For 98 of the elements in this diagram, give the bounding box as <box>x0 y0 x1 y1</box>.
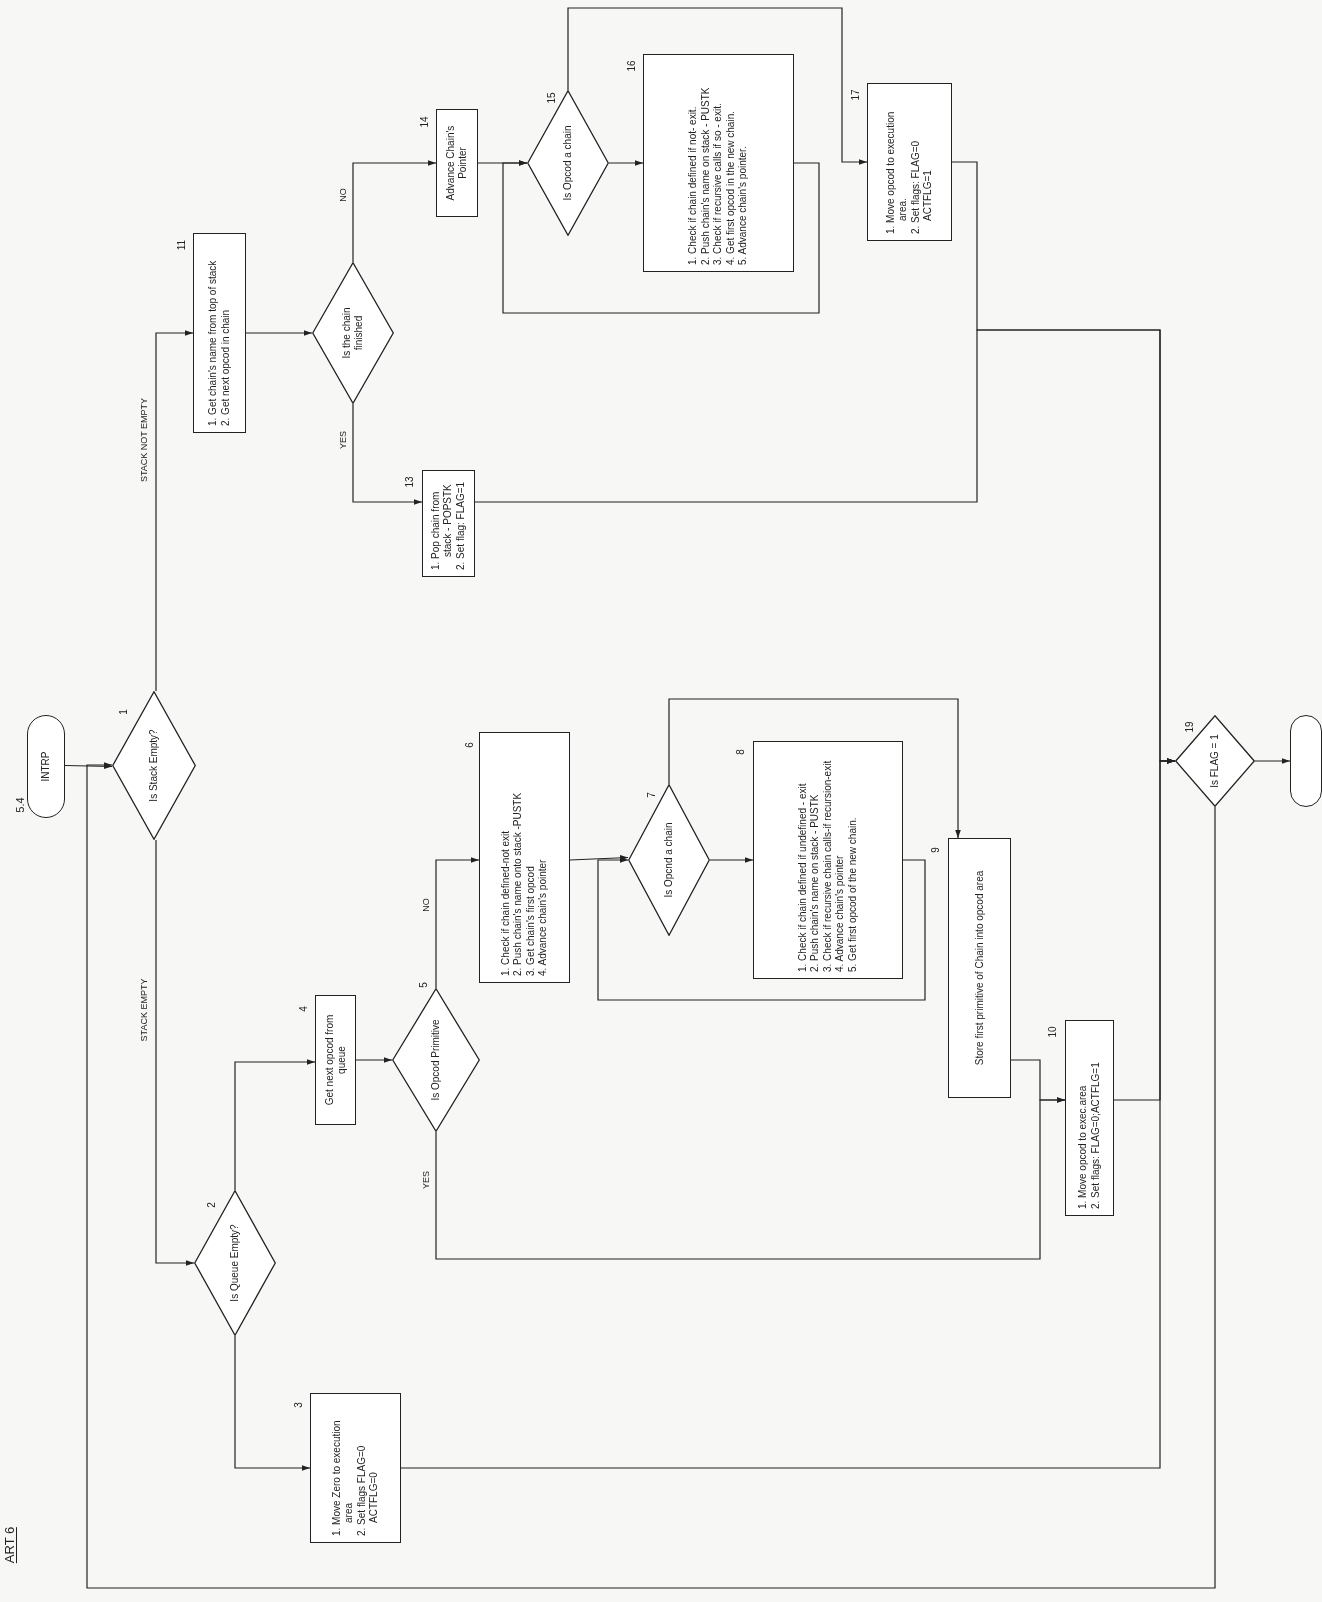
step-number: 17 <box>851 89 861 101</box>
connector-arrow <box>352 403 423 505</box>
step-number: 8 <box>736 749 746 755</box>
step-text: 1. Move opcod to execution area. <box>884 110 909 234</box>
connector-arrow <box>597 857 926 1001</box>
connector-arrow <box>355 1057 393 1063</box>
step-text: Is Opcod a chain <box>562 125 574 201</box>
step-text: Store first primitive of Chain into opcod area <box>973 869 986 1068</box>
decision-diamond <box>392 988 480 1132</box>
terminal-shape <box>27 715 65 818</box>
step-text: Is Opcod Primitive <box>430 1019 442 1101</box>
step-text: 1. Get chain's name from top of stack <box>207 259 219 426</box>
process-box <box>1065 1020 1114 1216</box>
step-text: 2. Get next opcod in chain <box>219 308 232 426</box>
process-box <box>193 233 246 433</box>
connector-arrow <box>245 330 313 336</box>
process-box <box>315 995 356 1125</box>
step-text: Advance Chain's Pointer <box>445 124 469 203</box>
edge-label: NO <box>421 896 431 914</box>
chart-label: ART 6 <box>3 1526 17 1564</box>
edge-label: YES <box>338 429 348 451</box>
step-text: 2. Push chain's name onto stack -PUSTK <box>512 791 524 976</box>
step-text: Is Stack Empty? <box>148 729 160 802</box>
step-text: 3. Get chain's first opcod <box>524 865 537 976</box>
step-text: 2. Push chain's name on stack - PUSTK <box>809 793 822 972</box>
process-box <box>753 741 903 979</box>
decision-diamond <box>527 90 609 236</box>
step-text: 3. Check if recursive calls if so - exit. <box>712 102 725 265</box>
decision-diamond <box>628 784 710 936</box>
step-number: 14 <box>420 116 430 128</box>
step-text: 1. Move Zero to execution area <box>330 1419 355 1536</box>
process-box <box>310 1393 401 1543</box>
step-text: 5. Get first opcod of the new chain. <box>846 816 859 972</box>
connector-arrow <box>608 160 644 166</box>
step-number: 3 <box>294 1402 304 1408</box>
step-text: 4. Get first opcod in the new chain. <box>724 110 737 265</box>
connector-arrow <box>234 1335 311 1471</box>
terminal-shape <box>1290 715 1322 807</box>
step-number: 19 <box>1185 721 1195 733</box>
edge-label: NO <box>338 186 348 204</box>
decision-diamond <box>194 1190 276 1336</box>
step-text: 2. Set flags: FLAG=0;ACTFLG=1 <box>1089 1061 1102 1209</box>
edge-label: STACK EMPTY <box>139 976 149 1044</box>
connector-arrow <box>502 160 820 314</box>
decision-diamond <box>1175 715 1255 807</box>
step-number: 9 <box>931 847 941 853</box>
connector-arrow <box>1254 758 1291 764</box>
connector-arrow <box>234 1059 316 1191</box>
connector-arrow <box>352 160 437 263</box>
connector-arrow <box>951 161 1176 764</box>
connector-arrow <box>86 762 1216 1589</box>
step-text: 3. Check if recursive chain calls-if recursion-exit <box>821 759 834 972</box>
step-number: 7 <box>647 792 657 798</box>
process-box <box>948 838 1011 1098</box>
process-box <box>422 470 475 577</box>
step-text: 1. Check if chain defined if undefined - exit <box>796 782 809 972</box>
step-number: 4 <box>299 1006 309 1012</box>
step-text: 4. Advance chain's pointer <box>537 858 549 976</box>
step-number: 5 <box>419 982 429 988</box>
step-text: Is Opcnd a chain <box>663 822 675 898</box>
process-box <box>436 109 478 217</box>
step-number: 16 <box>627 60 637 72</box>
edge-label: STACK NOT EMPTY <box>139 395 149 485</box>
connector-arrow <box>155 330 194 692</box>
process-box <box>643 54 794 272</box>
step-text: 2. Set flag: FLAG=1 <box>454 480 467 570</box>
step-number: 2 <box>207 1202 217 1208</box>
step-text: Is Queue Empty? <box>229 1224 241 1302</box>
process-box <box>867 83 952 241</box>
connector-arrow <box>64 763 113 770</box>
step-text: 1. Check if chain defined if not- exit. <box>687 105 700 265</box>
decision-diamond <box>312 262 394 404</box>
step-text: 2. Push chain's name on stack - PUSTK <box>699 86 712 265</box>
connector-arrow <box>709 857 754 863</box>
connector-arrow <box>1010 1059 1066 1103</box>
connector-arrow <box>567 7 868 165</box>
step-number: 1 <box>119 709 129 715</box>
step-number: 11 <box>177 239 187 251</box>
step-text: 1. Pop chain from stack - POPSTK <box>429 483 455 570</box>
process-box <box>479 732 570 983</box>
decision-diamond <box>112 691 196 840</box>
step-text: 4. Advance chain's pointer <box>834 854 847 972</box>
step-text: 1. Move opcod to exec.area <box>1077 1084 1089 1209</box>
step-text: Is FLAG = 1 <box>1209 734 1221 788</box>
step-text: Get next opcod from queue <box>323 1013 348 1108</box>
connector-arrow <box>569 855 629 861</box>
connector-arrow <box>435 857 480 989</box>
connector-arrow <box>668 698 961 839</box>
step-text: INTRP <box>40 751 52 782</box>
step-number: 15 <box>547 92 557 104</box>
step-text: Is the chain finished <box>341 306 365 361</box>
edge-label: YES <box>421 1169 431 1191</box>
step-number: 10 <box>1048 1026 1058 1038</box>
step-text: 5. Advance chain's pointer. <box>737 145 750 265</box>
step-number: 6 <box>465 742 475 748</box>
step-text: 1. Check if chain defined-not exit <box>499 829 512 976</box>
connector-arrow <box>155 839 195 1266</box>
step-number: 13 <box>405 476 415 488</box>
